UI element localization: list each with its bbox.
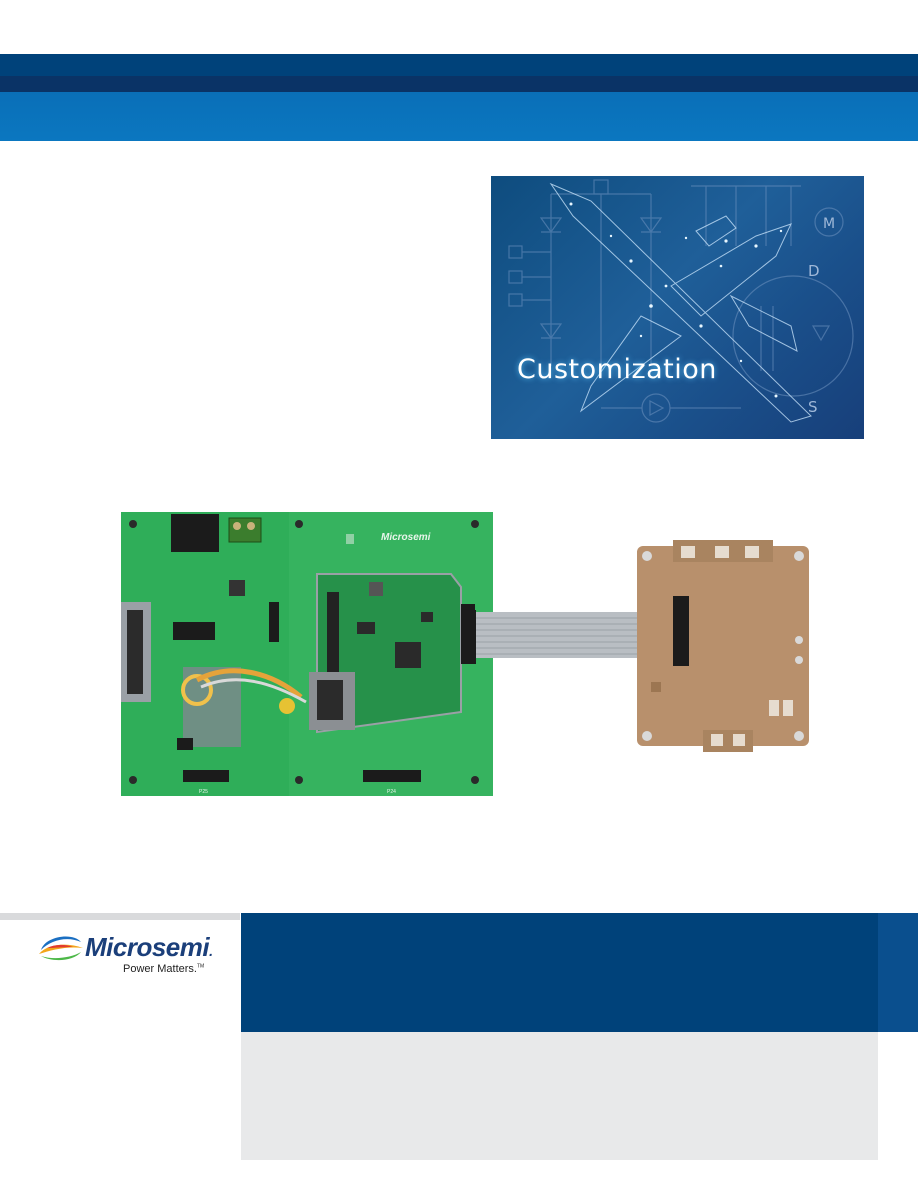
footer-blue-edge [878, 913, 918, 1032]
microsemi-logo: Microsemi. Power Matters.TM [37, 930, 227, 980]
header-band-main [0, 92, 918, 141]
header-band-line [0, 76, 918, 92]
promo-caption: Customization [517, 354, 717, 385]
drain-letter: D [808, 262, 820, 280]
header-band-dark [0, 54, 918, 76]
connector-right-label: P24 [387, 789, 396, 795]
power-module-photo [633, 540, 813, 752]
logo-wordmark: Microsemi. [85, 932, 213, 962]
footer-blue-panel [241, 913, 918, 1032]
board-brand-label: Microsemi [381, 532, 431, 543]
source-letter: S [808, 398, 818, 416]
motor-letter: M [823, 216, 835, 232]
pcb-graphic: Microsemi P25 P24 [121, 512, 493, 796]
driver-board-photo: Microsemi P25 P24 [121, 512, 493, 796]
connector-left-label: P25 [199, 789, 208, 795]
customization-promo-image: D S M Customization [491, 176, 864, 439]
footer-grey-panel [241, 1032, 878, 1160]
footer-grey-strip [0, 913, 240, 920]
microsemi-logo-icon [39, 936, 83, 961]
logo-tagline: Power Matters.TM [123, 963, 205, 975]
circuit-airplane-graphic: D S M [508, 179, 854, 423]
